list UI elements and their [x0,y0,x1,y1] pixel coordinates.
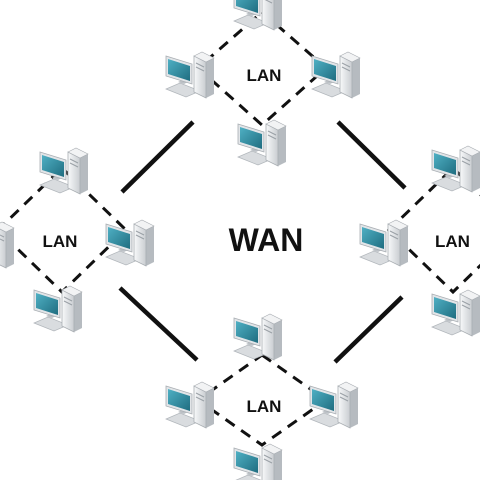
desktop-computer-icon [39,147,89,195]
desktop-computer-icon [165,381,215,429]
desktop-computer-icon [233,443,283,480]
lan-links-bottom [195,353,329,447]
lan-label-top: LAN [247,66,282,85]
desktop-computer-icon [0,221,15,269]
wan-links [118,120,407,364]
desktop-computer-icon [165,51,215,99]
lan-links-right [386,165,480,295]
wan-link-bottom-left [118,286,199,362]
lan-label-right: LAN [435,232,470,251]
desktop-computer-icon [233,0,283,31]
desktop-computer-icon [33,285,83,333]
wan-label: WAN [229,222,304,258]
desktop-computer-icon [431,289,480,337]
lan-label-left: LAN [43,232,78,251]
wan-link-top-left [120,120,195,194]
lan-label-bottom: LAN [247,397,282,416]
desktop-computer-icon [309,381,359,429]
desktop-computer-icon [105,219,155,267]
wan-link-bottom-right [333,295,404,364]
desktop-computer-icon [233,313,283,361]
desktop-computer-icon [431,145,480,193]
desktop-computer-icon [311,51,361,99]
desktop-computer-icon [359,219,409,267]
wan-link-top-right [336,120,407,190]
desktop-computer-icon [237,119,287,167]
